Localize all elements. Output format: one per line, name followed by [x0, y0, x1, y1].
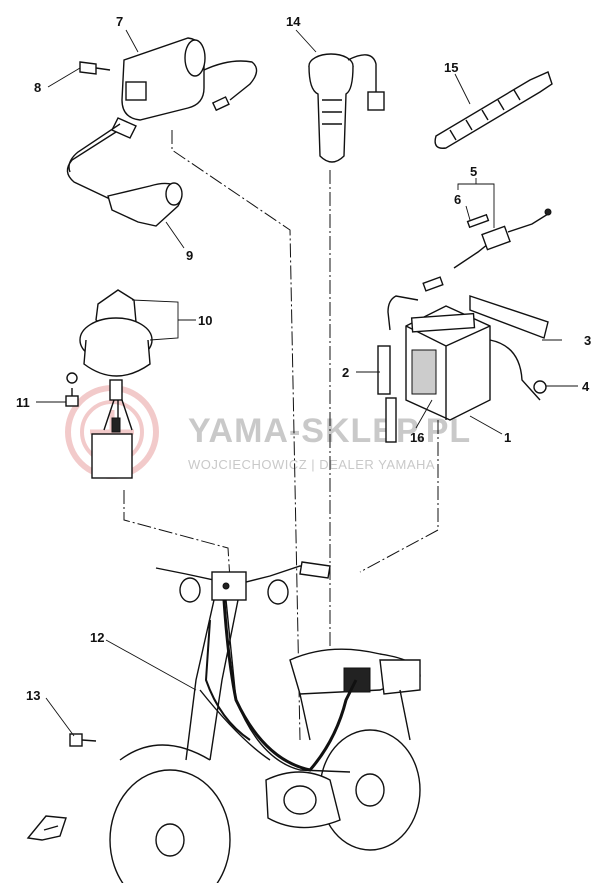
callout-3: 3 — [584, 333, 591, 348]
fuse-holder — [422, 208, 552, 292]
callout-15: 15 — [444, 60, 458, 75]
bulb-holder — [308, 53, 385, 163]
callout-2: 2 — [342, 365, 349, 380]
frame-screw — [69, 733, 97, 747]
watermark-subtitle: WOJCIECHOWICZ | DEALER YAMAHA — [188, 457, 435, 472]
callout-8: 8 — [34, 80, 41, 95]
front-direction-icon — [26, 815, 67, 841]
callout-4: 4 — [582, 379, 590, 394]
callout-numbers: 1 2 3 4 5 6 7 8 9 10 11 12 13 14 15 16 — [16, 14, 591, 703]
callout-6: 6 — [454, 192, 461, 207]
main-switch — [66, 289, 153, 479]
coil-bolt — [79, 61, 111, 75]
battery-bolt — [533, 380, 547, 394]
callout-11: 11 — [16, 395, 30, 410]
callout-10: 10 — [198, 313, 212, 328]
battery — [377, 295, 549, 443]
watermark-title: YAMA-SKLEP.PL — [188, 412, 471, 450]
switch-screw — [65, 388, 79, 407]
leader-lines — [36, 29, 578, 737]
callout-5: 5 — [470, 164, 477, 179]
callout-13: 13 — [26, 688, 40, 703]
callout-9: 9 — [186, 248, 193, 263]
moped-frame — [109, 561, 421, 883]
battery-strap — [434, 71, 553, 149]
callout-16: 16 — [410, 430, 424, 445]
callout-1: 1 — [504, 430, 511, 445]
callout-7: 7 — [116, 14, 123, 29]
callout-12: 12 — [90, 630, 104, 645]
ignition-coil — [66, 37, 258, 227]
assembly-chain-lines — [123, 130, 439, 741]
callout-14: 14 — [286, 14, 301, 29]
